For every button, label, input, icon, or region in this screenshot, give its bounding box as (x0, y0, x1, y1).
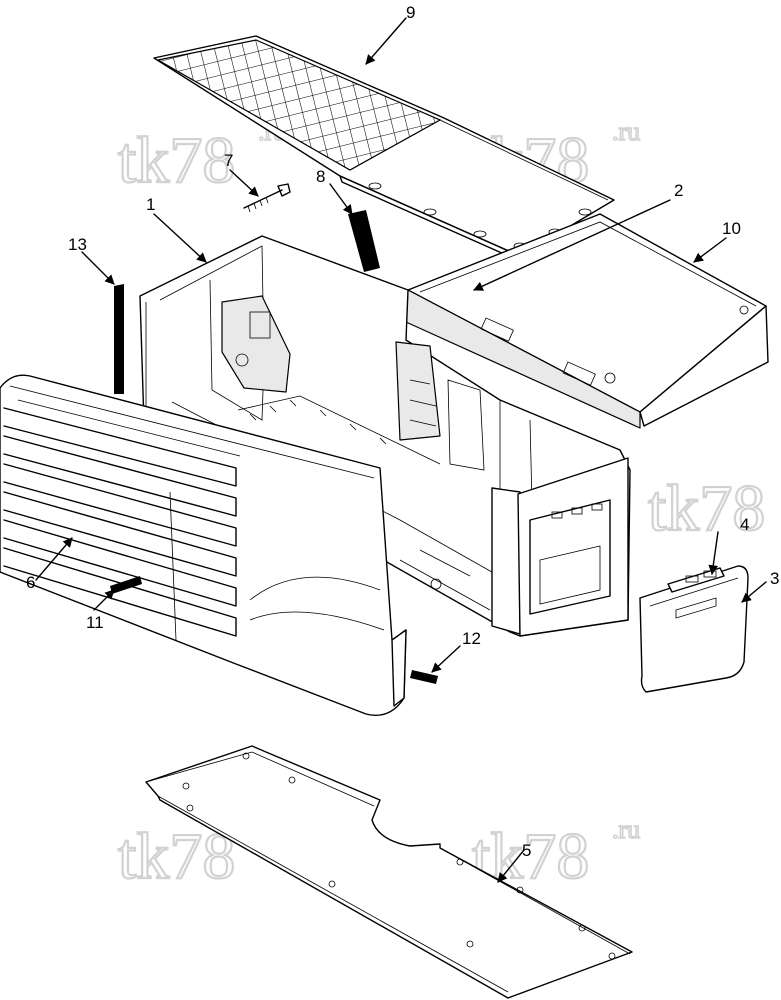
part-bottom-panel (145, 745, 633, 999)
part-small-seals (110, 576, 438, 684)
callout-5: 5 (522, 841, 531, 860)
callout-11: 11 (86, 613, 104, 632)
callout-9: 9 (406, 3, 415, 22)
part-vertical-seal (114, 284, 124, 394)
part-grille-cover (153, 35, 615, 263)
part-side-door (639, 565, 749, 693)
callout-8: 8 (316, 167, 325, 186)
callout-3: 3 (770, 569, 779, 588)
callout-13: 13 (68, 235, 87, 254)
callout-labels: 1 2 3 4 5 6 7 8 9 10 11 12 13 (26, 3, 779, 860)
watermark-main: tk78 (118, 124, 235, 197)
callout-4: 4 (740, 515, 749, 534)
callout-1: 1 (146, 195, 155, 214)
part-bolt (243, 183, 291, 213)
watermark-main: tk78 (648, 472, 765, 545)
callout-10: 10 (722, 219, 741, 238)
part-strip (348, 210, 380, 272)
watermark-suffix: .ru (612, 117, 640, 146)
callout-12: 12 (462, 629, 481, 648)
part-front-grille-panel (0, 374, 407, 716)
watermark-suffix: .ru (612, 815, 640, 844)
callout-7: 7 (224, 151, 233, 170)
callout-6: 6 (26, 573, 35, 592)
callout-2: 2 (674, 181, 683, 200)
leader-lines (35, 17, 767, 883)
part-main-frame (139, 235, 631, 637)
part-top-right-box (405, 213, 769, 429)
